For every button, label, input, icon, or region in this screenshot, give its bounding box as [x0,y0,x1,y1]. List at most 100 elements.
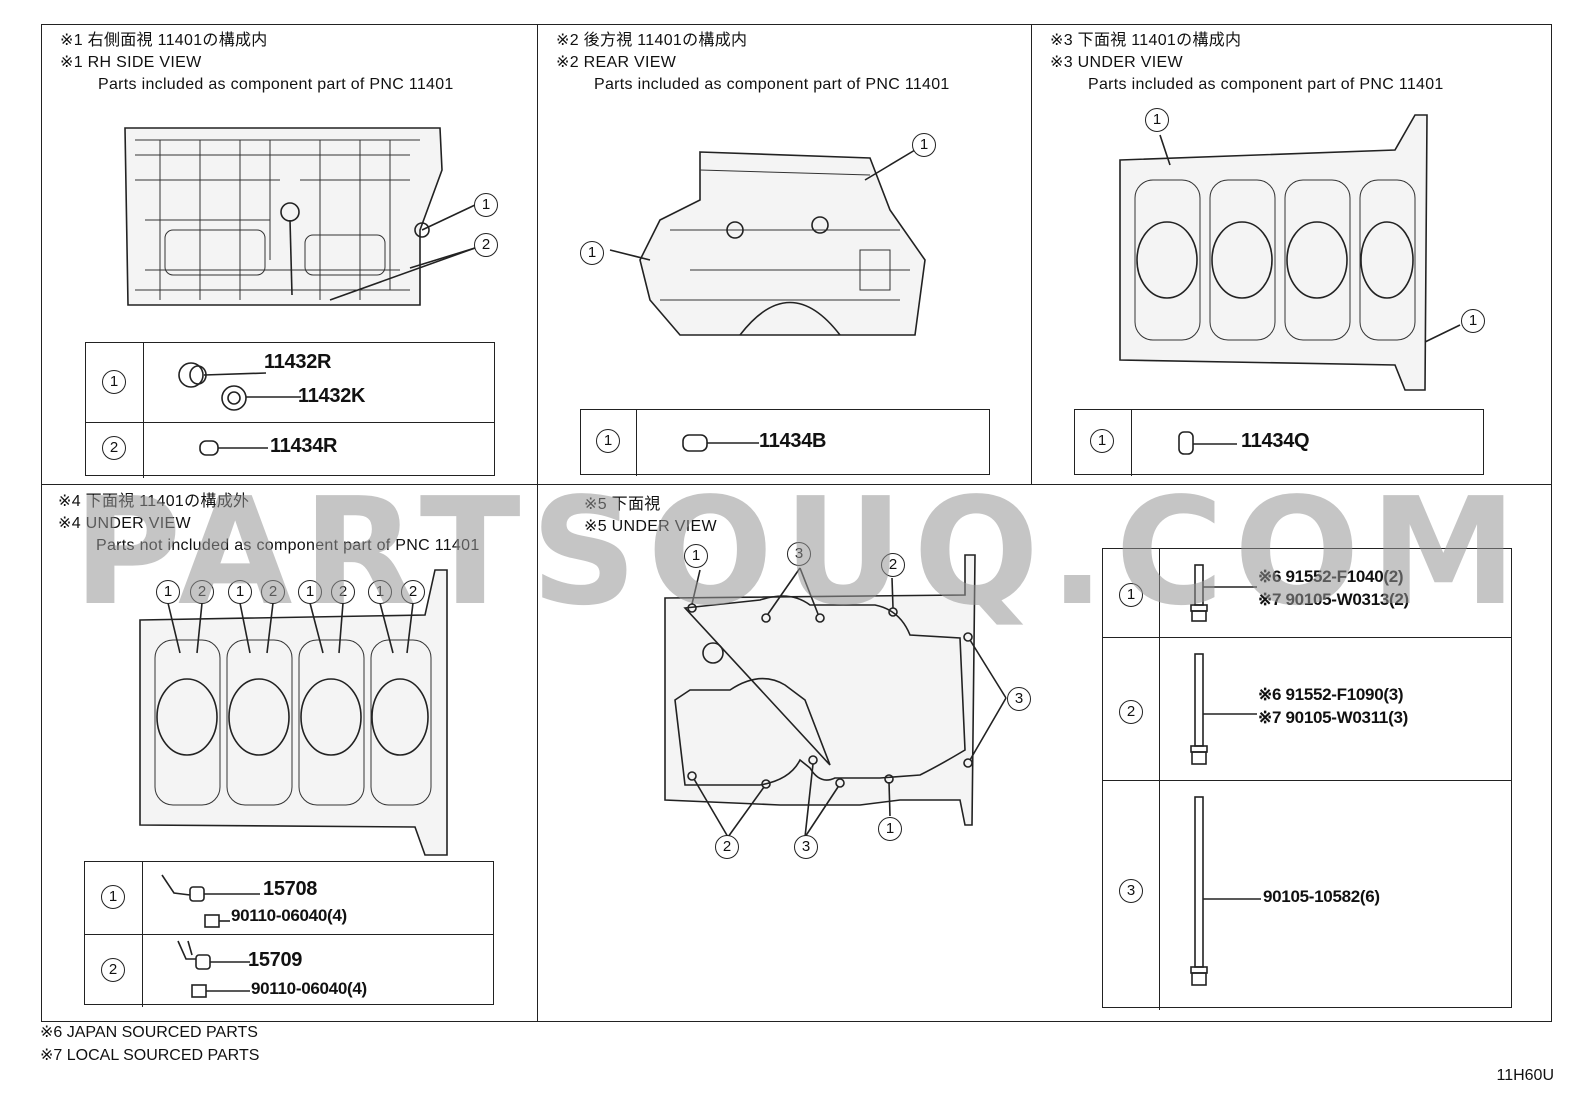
callout-2: 2 [1119,700,1143,724]
parts-table-panel-3: 1 11434Q [1074,409,1484,476]
panel-1-title-ja: ※1 右側面視 11401の構成内 [60,32,268,49]
table-row: 3 90105-10582(6) [1103,780,1511,1010]
panel-5-title-en: ※5 UNDER VIEW [584,518,717,535]
part-number: 11434Q [1241,430,1310,452]
key-cell: 2 [85,935,143,1007]
panel-3-title-en: ※3 UNDER VIEW [1050,54,1183,71]
callout-2: 2 [261,580,285,604]
table-row: 1 11432R 11432K [86,343,494,422]
callout-2: 2 [190,580,214,604]
key-cell: 3 [1103,781,1160,1010]
callout-1: 1 [368,580,392,604]
part-number: ※6 91552-F1090(3) [1258,685,1404,704]
key-cell: 2 [86,423,144,478]
part-number: 15709 [248,949,303,971]
panel-1-title: ※1 右側面視 11401の構成内 ※1 RH SIDE VIEW Parts … [60,30,454,96]
bolt-locations-drawing [664,554,1007,838]
callout-1: 1 [878,817,902,841]
footnote-japan: ※6 JAPAN SOURCED PARTS [40,1024,258,1041]
oil-jet-locations-drawing [139,569,448,856]
callout-1: 1 [474,193,498,217]
callout-3: 3 [787,542,811,566]
callout-2: 2 [715,835,739,859]
panel-2-title-ja: ※2 後方視 11401の構成内 [556,32,748,49]
footnote-local: ※7 LOCAL SOURCED PARTS [40,1047,260,1064]
parts-table-panel-2: 1 11434B [580,409,990,476]
table-row: 2 11434R [86,422,494,478]
parts-table-panel-5: 1 ※6 91552-F1040(2) ※7 90105-W0313(2) 2 … [1102,548,1512,1010]
panel-4-title-en: ※4 UNDER VIEW [58,515,191,532]
callout-2: 2 [881,553,905,577]
callout-1: 1 [596,429,620,453]
callout-1: 1 [298,580,322,604]
panel-4-title-ja: ※4 下面視 11401の構成外 [58,493,250,510]
oil-jet-icon [161,874,260,928]
key-cell: 1 [86,343,144,422]
leader-line [246,396,301,398]
table-row: 1 11434Q [1075,410,1483,476]
part-number: ※6 91552-F1040(2) [1258,567,1404,586]
callout-2: 2 [474,233,498,257]
part-number: 90110-06040(4) [231,906,347,925]
key-cell: 2 [1103,638,1160,781]
part-number: 90110-06040(4) [251,979,367,998]
part-number: ※7 90105-W0311(3) [1258,708,1408,727]
rh-side-view-drawing [124,127,476,306]
callout-1: 1 [912,133,936,157]
dowel-pin-icon [199,440,268,456]
sleeve-icon [178,362,267,411]
callout-1: 1 [228,580,252,604]
part-number: 11434R [270,435,338,457]
dowel-pin-icon [1178,431,1237,455]
key-cell: 1 [1075,410,1132,476]
table-row: 2 ※6 91552-F1090(3) ※7 90105-W0311(3) [1103,637,1511,781]
panel-3-subtitle: Parts included as component part of PNC … [1088,76,1444,93]
callout-2: 2 [101,958,125,982]
table-row: 1 11434B [581,410,989,476]
drawing-code: 11H60U [1496,1067,1554,1084]
table-row: 1 15708 90110-06040(4) [85,862,493,934]
panel-2-title: ※2 後方視 11401の構成内 ※2 REAR VIEW Parts incl… [556,30,950,96]
panel-5-title-ja: ※5 下面視 [584,496,661,513]
under-view-block-drawing [1119,114,1461,391]
oil-jet-icon [177,940,250,998]
part-number: 11434B [759,430,827,452]
dowel-pin-icon [682,434,759,452]
divider [41,484,1552,485]
panel-5-title: ※5 下面視 ※5 UNDER VIEW [584,494,717,538]
callout-1: 1 [1119,583,1143,607]
callout-1: 1 [156,580,180,604]
panel-4-subtitle: Parts not included as component part of … [96,537,480,554]
bolt-icon [1190,653,1257,765]
callout-3: 3 [1119,879,1143,903]
callout-1: 1 [1145,108,1169,132]
part-number: ※7 90105-W0313(2) [1258,590,1409,609]
table-row: 2 15709 90110-06040(4) [85,934,493,1007]
key-cell: 1 [581,410,637,476]
part-number: 11432R [264,351,332,373]
callout-1: 1 [1461,309,1485,333]
callout-2: 2 [102,436,126,460]
callout-1: 1 [1090,429,1114,453]
key-cell: 1 [1103,549,1160,637]
panel-1-title-en: ※1 RH SIDE VIEW [60,54,202,71]
panel-3-title: ※3 下面視 11401の構成内 ※3 UNDER VIEW Parts inc… [1050,30,1444,96]
diagram-frame [41,24,1552,1022]
divider [537,24,538,1022]
table-row: 1 ※6 91552-F1040(2) ※7 90105-W0313(2) [1103,549,1511,637]
parts-table-panel-1: 1 11432R 11432K 2 11434R [85,342,495,478]
callout-1: 1 [102,370,126,394]
bolt-icon [1190,796,1261,986]
divider [1031,24,1032,484]
part-number: 15708 [263,878,318,900]
callout-2: 2 [331,580,355,604]
callout-2: 2 [401,580,425,604]
panel-3-title-ja: ※3 下面視 11401の構成内 [1050,32,1242,49]
panel-4-title: ※4 下面視 11401の構成外 ※4 UNDER VIEW Parts not… [58,491,480,557]
part-number: 90105-10582(6) [1263,887,1380,906]
panel-2-subtitle: Parts included as component part of PNC … [594,76,950,93]
callout-3: 3 [794,835,818,859]
panel-2-title-en: ※2 REAR VIEW [556,54,677,71]
callout-1: 1 [101,885,125,909]
bolt-icon [1190,564,1257,622]
